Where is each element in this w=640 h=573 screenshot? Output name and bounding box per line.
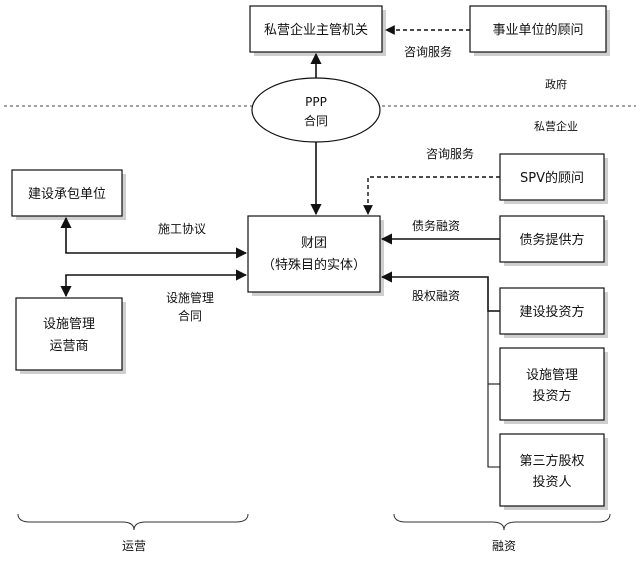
operations-label: 运营 bbox=[122, 539, 146, 553]
construction-agreement-arrow bbox=[60, 216, 248, 259]
ppp-label: PPP bbox=[305, 95, 327, 109]
construction-agreement-label: 施工协议 bbox=[158, 221, 206, 236]
facility-investor-label-1: 设施管理 bbox=[526, 368, 578, 383]
spv-advisor-label: SPV的顾问 bbox=[520, 170, 584, 186]
public-advisor-box bbox=[469, 5, 607, 53]
equity-financing-label: 股权融资 bbox=[412, 289, 460, 303]
debt-financing-label: 债务融资 bbox=[412, 218, 460, 233]
ppp-contract-label: 合同 bbox=[304, 113, 328, 128]
facility-contract-label-1: 设施管理 bbox=[166, 290, 214, 305]
equity-bracket-line bbox=[487, 311, 500, 468]
debt-provider-label: 债务提供方 bbox=[519, 232, 584, 248]
facility-investor-label-2: 投资方 bbox=[532, 388, 571, 404]
third-party-investor-box bbox=[499, 433, 605, 507]
operator-label-2: 运营商 bbox=[49, 339, 88, 354]
equity-financing-arrow bbox=[380, 271, 500, 312]
debt-provider-box bbox=[499, 215, 605, 263]
facility-contract-arrow bbox=[60, 269, 248, 298]
facility-investor-box bbox=[499, 347, 605, 421]
public-advisor-label: 事业单位的顾问 bbox=[492, 22, 583, 38]
contractor-box bbox=[11, 169, 123, 217]
ppp-contract-ellipse bbox=[251, 77, 381, 143]
construction-investor-label: 建设投资方 bbox=[519, 304, 584, 320]
construction-investor-box bbox=[499, 287, 605, 335]
operations-brace bbox=[17, 513, 249, 531]
operator-box bbox=[15, 297, 123, 371]
private-enterprise-label: 私营企业 bbox=[534, 119, 578, 133]
contractor-label: 建设承包单位 bbox=[28, 187, 106, 202]
third-party-investor-label-1: 第三方股权 bbox=[519, 453, 584, 469]
consulting-label-spv: 咨询服务 bbox=[426, 146, 474, 161]
spv-advisor-box bbox=[499, 153, 605, 201]
consortium-label: 财团 bbox=[301, 236, 327, 251]
government-label: 政府 bbox=[545, 77, 567, 91]
third-party-investor-label-2: 投资人 bbox=[532, 474, 571, 490]
facility-contract-label-2: 合同 bbox=[178, 308, 202, 323]
consortium-box bbox=[247, 215, 381, 293]
spv-label: （特殊目的实体） bbox=[262, 257, 366, 273]
private-authority-box bbox=[249, 5, 383, 53]
financing-label: 融资 bbox=[492, 539, 516, 553]
consulting-arrow-spv bbox=[363, 176, 500, 215]
financing-brace bbox=[393, 513, 611, 531]
operator-label-1: 设施管理 bbox=[43, 317, 95, 332]
consulting-label-top: 咨询服务 bbox=[404, 44, 452, 59]
private-authority-label: 私营企业主管机关 bbox=[264, 22, 368, 38]
